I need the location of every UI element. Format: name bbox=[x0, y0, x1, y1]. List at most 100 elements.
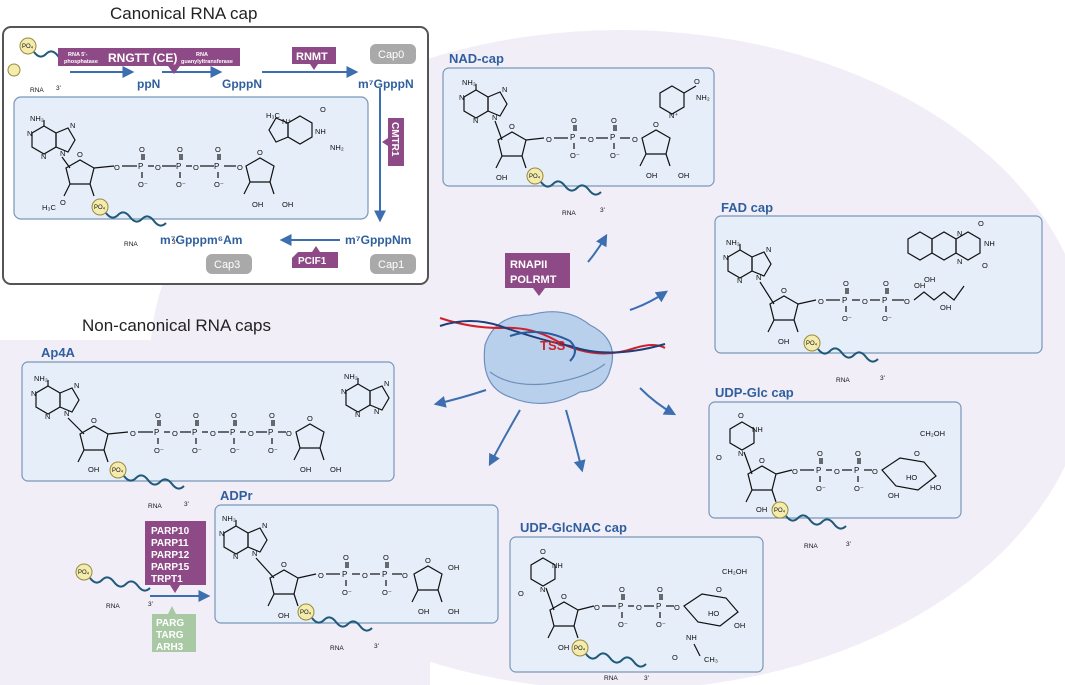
fad-rna-3prime: 3' bbox=[880, 375, 885, 382]
adpr-title: ADPr bbox=[220, 488, 253, 503]
svg-text:OH: OH bbox=[300, 465, 311, 474]
pcif1-label: PCIF1 bbox=[298, 256, 327, 267]
svg-text:CH₃: CH₃ bbox=[704, 655, 718, 664]
svg-text:N⁺: N⁺ bbox=[282, 117, 291, 126]
udpglcnac-rna-3prime: 3' bbox=[644, 675, 649, 682]
svg-text:3': 3' bbox=[148, 601, 153, 608]
svg-text:OH: OH bbox=[418, 607, 429, 616]
m7g-rna-label: RNA bbox=[124, 241, 138, 248]
svg-text:CH₂OH: CH₂OH bbox=[920, 429, 945, 438]
udpglcnac-rna-label: RNA bbox=[604, 675, 618, 682]
rngtt-enzyme-box: RNA 5'- phosphatase RNGTT (CE) RNA guany… bbox=[58, 48, 240, 74]
cap0-badge: Cap0 bbox=[370, 44, 416, 64]
svg-text:O: O bbox=[172, 429, 178, 438]
svg-text:O: O bbox=[518, 589, 524, 598]
udpglc-rna-3prime: 3' bbox=[846, 541, 851, 548]
nad-title: NAD-cap bbox=[449, 51, 504, 66]
arrow-to-nad bbox=[587, 233, 608, 263]
svg-text:OH: OH bbox=[646, 171, 657, 180]
svg-text:HO: HO bbox=[930, 483, 941, 492]
svg-text:O: O bbox=[792, 467, 798, 476]
svg-text:O: O bbox=[114, 163, 120, 172]
nad-rna-label: RNA bbox=[562, 210, 576, 217]
parp11-label: PARP11 bbox=[151, 538, 189, 549]
arrow-to-adpr bbox=[488, 409, 521, 467]
svg-text:O: O bbox=[155, 163, 161, 172]
svg-text:NH: NH bbox=[552, 561, 563, 570]
svg-text:O: O bbox=[674, 603, 680, 612]
svg-text:O: O bbox=[636, 603, 642, 612]
rngtt-main-label: RNGTT (CE) bbox=[108, 51, 177, 65]
polymerase-center: TSS RNAPII POLRMT bbox=[433, 233, 677, 473]
svg-text:NH: NH bbox=[686, 633, 697, 642]
cap3-label: Cap3 bbox=[214, 259, 240, 271]
fad-cap-panel: FAD cap O O O OH OH OH N N O NH O OH RNA… bbox=[714, 200, 1043, 384]
adpr-cap-panel: ADPr O O O OH OH OH OH RNA 3' bbox=[214, 488, 499, 652]
cmtr1-enzyme-box: CMTR1 bbox=[382, 118, 404, 166]
svg-text:O: O bbox=[320, 105, 326, 114]
svg-text:O: O bbox=[210, 429, 216, 438]
svg-text:OH: OH bbox=[252, 200, 263, 209]
svg-text:OH: OH bbox=[496, 173, 507, 182]
svg-text:NH₂: NH₂ bbox=[330, 143, 344, 152]
svg-text:O: O bbox=[872, 467, 878, 476]
targ-label: TARG bbox=[156, 630, 184, 641]
start-rna-3prime: 3' bbox=[56, 85, 61, 92]
svg-text:O: O bbox=[130, 429, 136, 438]
svg-text:HO: HO bbox=[708, 609, 719, 618]
parp15-label: PARP15 bbox=[151, 562, 190, 573]
svg-text:OH: OH bbox=[924, 275, 935, 284]
svg-text:RNA: RNA bbox=[106, 603, 120, 610]
svg-text:H₃C: H₃C bbox=[266, 111, 280, 120]
svg-text:OH: OH bbox=[558, 643, 569, 652]
arrow-to-fad bbox=[629, 290, 668, 311]
svg-text:HO: HO bbox=[906, 473, 917, 482]
svg-text:OH: OH bbox=[88, 465, 99, 474]
svg-text:O: O bbox=[716, 453, 722, 462]
arrow-to-udpglcnac bbox=[565, 409, 586, 473]
svg-text:O: O bbox=[694, 77, 700, 86]
svg-text:OH: OH bbox=[448, 607, 459, 616]
svg-text:O: O bbox=[362, 571, 368, 580]
svg-text:H₃C: H₃C bbox=[42, 203, 56, 212]
svg-text:N⁺: N⁺ bbox=[669, 111, 678, 120]
svg-text:OH: OH bbox=[940, 303, 951, 312]
rngtt-left-2: phosphatase bbox=[64, 59, 98, 65]
trpt1-label: TRPT1 bbox=[151, 574, 183, 585]
cap1-label: Cap1 bbox=[378, 259, 404, 271]
polymerase-enzyme-box: RNAPII POLRMT bbox=[505, 253, 570, 296]
rngtt-right-1: RNA bbox=[196, 52, 208, 58]
svg-text:OH: OH bbox=[914, 281, 925, 290]
svg-text:NH: NH bbox=[752, 425, 763, 434]
rnmt-label: RNMT bbox=[296, 51, 328, 63]
svg-text:OH: OH bbox=[282, 200, 293, 209]
cap3-badge: Cap3 bbox=[206, 254, 252, 274]
rngtt-right-2: guanylyltransferase bbox=[181, 59, 233, 65]
rngtt-left-1: RNA 5'- bbox=[68, 52, 88, 58]
svg-text:O: O bbox=[318, 571, 324, 580]
svg-text:O: O bbox=[738, 411, 744, 420]
svg-text:O: O bbox=[546, 135, 552, 144]
parg-label: PARG bbox=[156, 618, 184, 629]
rnmt-enzyme-box: RNMT bbox=[292, 47, 336, 70]
adpr-eraser-enzymes: PARG TARG ARH3 bbox=[152, 606, 196, 653]
svg-text:O: O bbox=[978, 219, 984, 228]
svg-text:O: O bbox=[632, 135, 638, 144]
svg-text:O: O bbox=[540, 547, 546, 556]
fad-title: FAD cap bbox=[721, 200, 773, 215]
udpglc-title: UDP-Glc cap bbox=[715, 385, 794, 400]
svg-text:O: O bbox=[237, 163, 243, 172]
step-m7gpppnm: m⁷GpppNm bbox=[345, 233, 411, 247]
arrow-to-ap4a bbox=[433, 389, 487, 408]
cmtr1-label: CMTR1 bbox=[389, 122, 400, 157]
svg-text:OH: OH bbox=[734, 621, 745, 630]
adpr-rna-3prime: 3' bbox=[374, 643, 379, 650]
canonical-title: Canonical RNA cap bbox=[110, 4, 257, 23]
svg-text:O: O bbox=[588, 135, 594, 144]
svg-text:O: O bbox=[402, 571, 408, 580]
m7g-cap-structure: O O O O OH OH H₃C N⁺ O NH NH₂ H₃ bbox=[13, 96, 369, 248]
svg-text:N: N bbox=[738, 449, 743, 458]
pcif1-enzyme-box: PCIF1 bbox=[292, 246, 338, 268]
noncanonical-title: Non-canonical RNA caps bbox=[82, 316, 271, 335]
udpglc-rna-label: RNA bbox=[804, 543, 818, 550]
